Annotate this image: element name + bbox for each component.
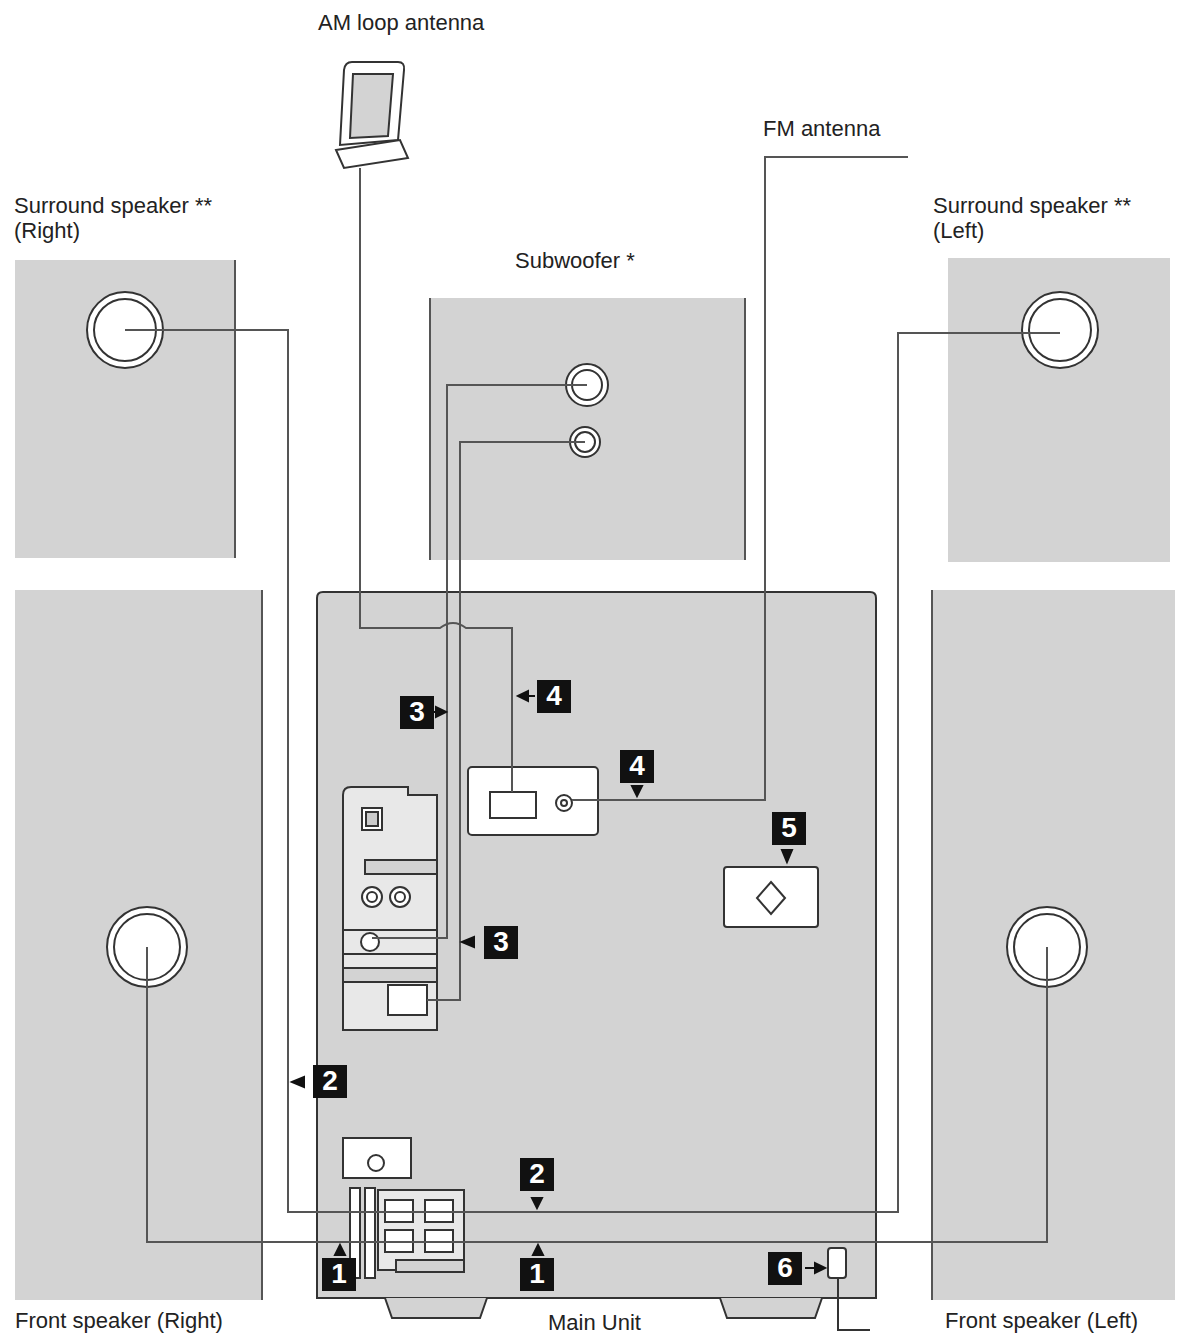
callout-number: 4 (620, 750, 654, 783)
part-label: AM loop antenna (318, 10, 484, 35)
callout-number: 2 (313, 1065, 347, 1098)
part-label: Surround speaker ** (Left) (933, 193, 1183, 244)
speaker-wire (876, 333, 948, 1212)
callout-number: 4 (537, 680, 571, 713)
callout-number: 2 (520, 1158, 554, 1191)
speaker-wire (359, 168, 361, 592)
speaker-wire (235, 330, 317, 1212)
callout-number: 3 (484, 926, 518, 959)
antenna-label: FM antenna (761, 116, 882, 142)
part-label: Front speaker (Right) (15, 1308, 223, 1333)
speaker-wire (876, 1241, 932, 1243)
callout-number: 1 (322, 1258, 356, 1291)
speaker-wire (446, 560, 448, 592)
callout-number: 6 (768, 1252, 802, 1285)
speaker-box: Front speaker (Right) (15, 590, 262, 1300)
callout-number: 3 (400, 696, 434, 729)
part-label: Main Unit (548, 1310, 641, 1335)
part-label: Subwoofer * (515, 248, 635, 273)
callout-number: 1 (520, 1258, 554, 1291)
speaker-box: Surround speaker ** (Right) (15, 260, 235, 558)
speaker-box: Surround speaker ** (Left) (948, 258, 1170, 562)
part-label: Front speaker (Left) (945, 1308, 1138, 1333)
antenna-node: AM loop antenna (330, 60, 408, 168)
speaker-box: Front speaker (Left) (932, 590, 1175, 1300)
callout-number: 5 (772, 812, 806, 845)
part-label: Surround speaker ** (Right) (14, 193, 264, 244)
speaker-wire (459, 560, 461, 592)
speaker-wire (262, 1241, 317, 1243)
subwoofer-box: Subwoofer * (430, 298, 745, 560)
